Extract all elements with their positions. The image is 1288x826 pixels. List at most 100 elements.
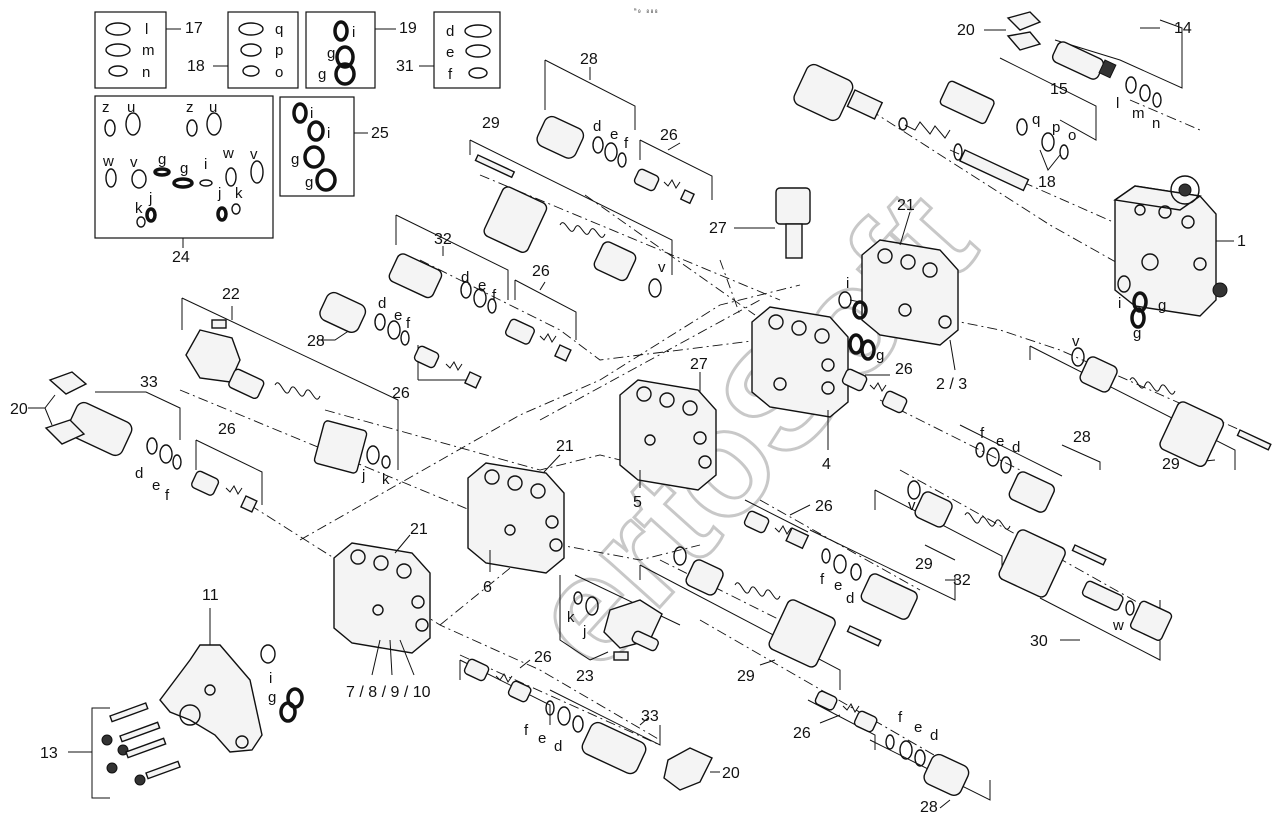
svg-text:k: k <box>235 185 243 202</box>
svg-text:d: d <box>593 118 601 135</box>
svg-text:g: g <box>268 689 276 706</box>
assembly-26-bottom-right: 26 <box>793 690 878 750</box>
assembly-29-mid: 29 v <box>874 480 1107 598</box>
svg-text:d: d <box>378 295 386 312</box>
seal-kit-19: i g g 19 <box>305 11 417 89</box>
svg-text:e: e <box>538 730 546 747</box>
svg-text:j: j <box>361 467 365 484</box>
svg-text:g: g <box>1133 325 1141 342</box>
svg-text:d: d <box>461 269 469 286</box>
svg-text:f: f <box>898 709 903 726</box>
header-tag: ᵐ₀ ₈₈₈ <box>633 7 658 15</box>
svg-text:v: v <box>1072 333 1080 350</box>
callout-22: 22 <box>222 286 240 303</box>
svg-text:i: i <box>269 670 272 687</box>
callout-26c: 26 <box>392 385 410 402</box>
callout-27a: 27 <box>709 220 727 237</box>
svg-text:u: u <box>209 99 217 116</box>
svg-text:i: i <box>1118 295 1121 312</box>
svg-text:p: p <box>1052 119 1060 136</box>
seal-kit-31: d e f 31 <box>396 11 501 89</box>
callout-26g: 26 <box>534 649 552 666</box>
assembly-29-top: 29 v <box>469 115 673 298</box>
callout-33b: 33 <box>641 708 659 725</box>
callout-11: 11 <box>202 587 219 604</box>
assembly-26-left: 26 <box>191 421 263 513</box>
callout-24: 24 <box>172 249 190 266</box>
svg-text:e: e <box>996 433 1004 450</box>
assembly-28-midleft: 28 d e f <box>307 291 411 350</box>
svg-text:g: g <box>158 151 166 168</box>
callout-13: 13 <box>40 745 58 762</box>
assembly-14: 14 l m n <box>1051 19 1192 132</box>
callout-20c: 20 <box>722 765 740 782</box>
plug-and-spring-top <box>793 63 1030 192</box>
callout-28b: 28 <box>307 333 325 350</box>
assembly-28-top: 28 d e f <box>536 51 636 168</box>
svg-text:v: v <box>908 497 916 514</box>
callout-20b: 20 <box>10 401 28 418</box>
assembly-26-top: 26 <box>633 127 713 205</box>
callout-4: 4 <box>822 456 831 473</box>
cap-20-bottom: 20 <box>663 747 740 791</box>
svg-text:d: d <box>930 727 938 744</box>
orings-21: i g <box>838 275 884 364</box>
svg-text:d: d <box>446 23 454 40</box>
assembly-23: 23 k j <box>559 574 681 685</box>
svg-text:m: m <box>1132 105 1145 122</box>
svg-text:e: e <box>394 307 402 324</box>
svg-text:g: g <box>327 45 335 62</box>
callout-2-3: 2 / 3 <box>936 376 967 393</box>
callout-32b: 32 <box>953 572 971 589</box>
relief-valve-15: 15 q p o 18 <box>939 57 1097 191</box>
inlet-section-1: 1 <box>1113 175 1246 317</box>
svg-text:l: l <box>1116 95 1119 112</box>
assembly-33-bottom: 33 f e d <box>524 689 661 775</box>
svg-text:p: p <box>275 42 283 59</box>
callout-5: 5 <box>633 494 642 511</box>
svg-text:v: v <box>130 154 138 171</box>
assembly-29-lowmid: 29 <box>639 546 882 690</box>
callout-20a: 20 <box>957 22 975 39</box>
svg-text:k: k <box>567 609 575 626</box>
callout-29b: 29 <box>1162 456 1180 473</box>
callout-18: 18 <box>187 58 205 75</box>
section-7-10: 7 / 8 / 9 / 10 <box>333 542 431 701</box>
callout-26e: 26 <box>895 361 913 378</box>
callout-6: 6 <box>483 579 492 596</box>
callout-31: 31 <box>396 58 414 75</box>
svg-text:i: i <box>352 24 355 41</box>
orings-1: i g g <box>1117 275 1166 342</box>
foot-bracket-11: 11 <box>159 587 263 753</box>
svg-text:g: g <box>876 347 884 364</box>
callout-30: 30 <box>1030 633 1048 650</box>
svg-text:j: j <box>148 190 152 207</box>
callout-7-10: 7 / 8 / 9 / 10 <box>346 684 431 701</box>
assembly-32-right: 32 f e d <box>809 529 971 620</box>
svg-text:i: i <box>310 105 313 122</box>
callout-27b: 27 <box>690 356 708 373</box>
seal-kit-24: z u z u w v g g i w v j k j k 24 <box>94 95 274 266</box>
svg-text:e: e <box>834 577 842 594</box>
svg-text:d: d <box>554 738 562 755</box>
callout-18b: 18 <box>1038 174 1056 191</box>
svg-text:z: z <box>186 99 194 116</box>
svg-text:e: e <box>152 477 160 494</box>
svg-text:g: g <box>180 160 188 177</box>
assembly-28-right: 28 f e d <box>959 424 1101 513</box>
callout-29c: 29 <box>915 556 933 573</box>
svg-text:g: g <box>318 66 326 83</box>
callout-26d: 26 <box>218 421 236 438</box>
svg-text:n: n <box>142 64 150 81</box>
svg-text:f: f <box>448 66 453 83</box>
callout-17: 17 <box>185 20 203 37</box>
svg-text:i: i <box>327 125 330 142</box>
callout-23: 23 <box>576 668 594 685</box>
svg-text:i: i <box>204 156 207 173</box>
svg-text:j: j <box>582 623 586 640</box>
assembly-29-right: 29 v <box>1029 333 1272 473</box>
assembly-26-bottom: 26 <box>459 649 552 725</box>
cap-20a: 20 <box>957 11 1042 51</box>
callout-21b: 21 <box>556 438 574 455</box>
